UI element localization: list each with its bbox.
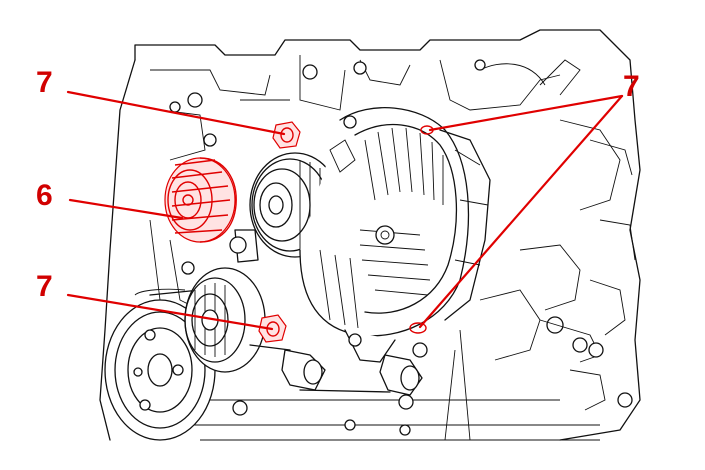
- bolt-7-right-bottom: [409, 322, 427, 334]
- leader-7-top-left: [66, 90, 286, 136]
- leader-6: [68, 198, 184, 220]
- callout-6: 6: [36, 179, 53, 212]
- leader-7-bottom-left: [66, 293, 274, 331]
- alternator-bracket: [249, 289, 604, 396]
- callout-7-bottom-left: 7: [36, 270, 53, 303]
- leader-7-right-upper: [428, 94, 624, 132]
- engine-block-outline: [99, 29, 641, 441]
- leader-lines: [66, 90, 624, 331]
- callout-labels: 7 6 7 7: [36, 66, 640, 303]
- background-bolts: [169, 59, 633, 436]
- callout-7-right: 7: [623, 70, 640, 103]
- bolt-7-top: [272, 121, 301, 149]
- callout-7-top-left: 7: [36, 66, 53, 99]
- tensioner-pulley-item-6: [164, 157, 237, 243]
- alternator-body: [299, 107, 491, 363]
- leader-7-right-lower: [418, 94, 624, 329]
- idler-pulley: [184, 267, 266, 373]
